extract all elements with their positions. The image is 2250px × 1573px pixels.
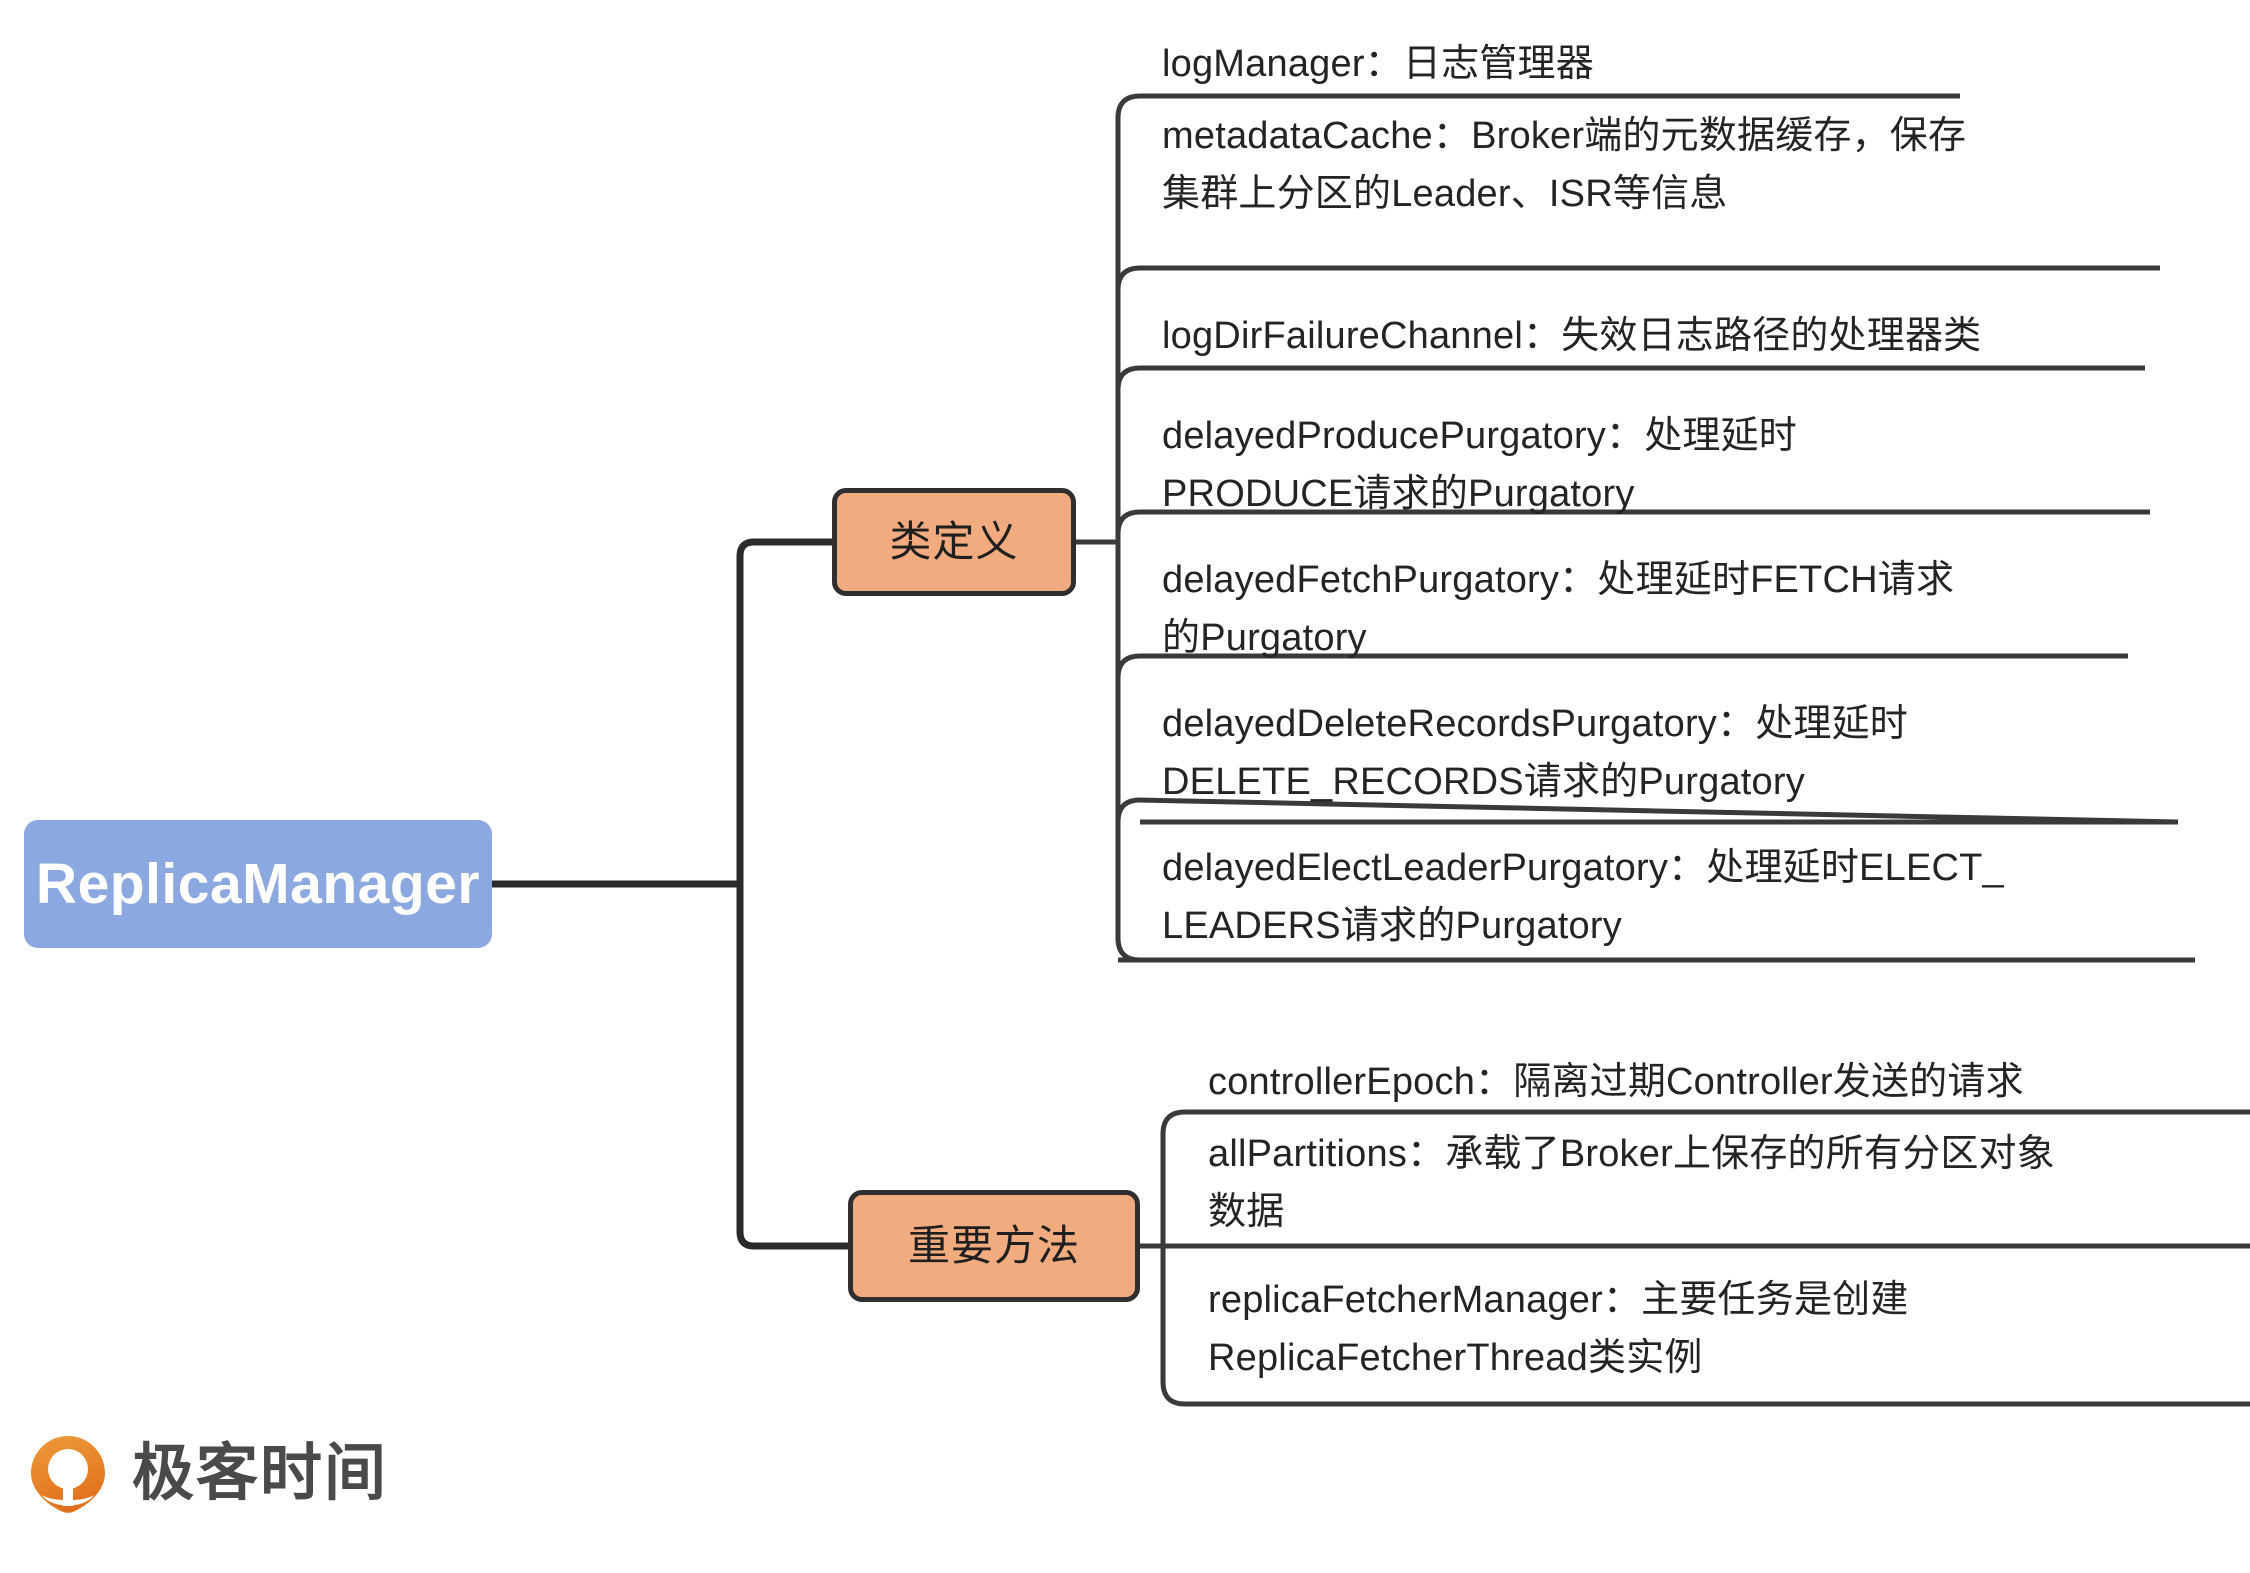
- leaf-node-text: replicaFetcherManager：主要任务是创建 ReplicaFet…: [1208, 1279, 1909, 1379]
- leaf-node-text: logDirFailureChannel：失效日志路径的处理器类: [1162, 315, 1982, 357]
- leaf-line-0-1: [1115, 265, 2160, 291]
- leaf-node[interactable]: logManager：日志管理器: [1162, 36, 2202, 94]
- trunk-to-branch-class: [736, 538, 832, 884]
- leaf-node-text: delayedDeleteRecordsPurgatory：处理延时 DELET…: [1162, 703, 1909, 803]
- leaf-node-text: delayedProducePurgatory：处理延时 PRODUCE请求的P…: [1162, 415, 1797, 515]
- branch-node-important-methods[interactable]: 重要方法: [848, 1190, 1140, 1302]
- branch-class-spine: [1115, 93, 1141, 963]
- geektime-pin-icon: [26, 1432, 110, 1516]
- leaf-node[interactable]: allPartitions：承载了Broker上保存的所有分区对象 数据: [1208, 1126, 2238, 1242]
- leaf-line-0-2: [1115, 365, 2145, 391]
- leaf-node[interactable]: controllerEpoch：隔离过期Controller发送的请求: [1208, 1054, 2238, 1112]
- root-node-replicamanager[interactable]: ReplicaManager: [24, 820, 492, 948]
- branch-node-class-definition[interactable]: 类定义: [832, 488, 1076, 596]
- leaf-node[interactable]: replicaFetcherManager：主要任务是创建 ReplicaFet…: [1208, 1272, 2238, 1388]
- leaf-node[interactable]: delayedDeleteRecordsPurgatory：处理延时 DELET…: [1162, 696, 2212, 812]
- leaf-node[interactable]: delayedFetchPurgatory：处理延时FETCH请求 的Purga…: [1162, 552, 2202, 668]
- leaf-node[interactable]: metadataCache：Broker端的元数据缓存，保存 集群上分区的Lea…: [1162, 108, 2222, 224]
- geektime-watermark: 极客时间: [26, 1432, 388, 1516]
- leaf-node-text: controllerEpoch：隔离过期Controller发送的请求: [1208, 1061, 2024, 1103]
- leaf-node-text: allPartitions：承载了Broker上保存的所有分区对象 数据: [1208, 1133, 2055, 1233]
- leaf-node-text: delayedElectLeaderPurgatory：处理延时ELECT_ L…: [1162, 847, 2004, 947]
- trunk-to-branch-method: [736, 884, 848, 1250]
- leaf-node[interactable]: delayedProducePurgatory：处理延时 PRODUCE请求的P…: [1162, 408, 2202, 524]
- branch-node-label: 类定义: [889, 518, 1019, 565]
- leaf-node-text: delayedFetchPurgatory：处理延时FETCH请求 的Purga…: [1162, 559, 1955, 659]
- branch-node-label: 重要方法: [907, 1222, 1080, 1269]
- branch-method-spine: [1160, 1109, 1186, 1407]
- leaf-node-text: logManager：日志管理器: [1162, 43, 1594, 85]
- leaf-node[interactable]: logDirFailureChannel：失效日志路径的处理器类: [1162, 308, 2222, 366]
- geektime-logo-text: 极客时间: [132, 1439, 389, 1508]
- leaf-node-text: metadataCache：Broker端的元数据缓存，保存 集群上分区的Lea…: [1162, 115, 1967, 215]
- root-node-label: ReplicaManager: [35, 851, 481, 916]
- leaf-node[interactable]: delayedElectLeaderPurgatory：处理延时ELECT_ L…: [1162, 840, 2222, 956]
